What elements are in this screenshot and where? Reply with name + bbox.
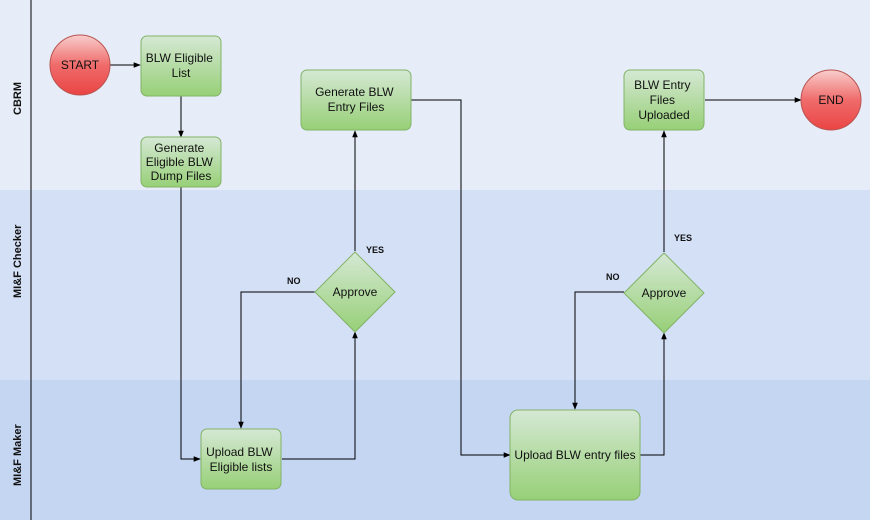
edge-label-no-1: NO <box>287 276 301 286</box>
generate-entry-line-1: Generate BLW <box>315 85 394 99</box>
generate-dump-line-1: Generate <box>154 141 204 155</box>
end-node-label: END <box>818 93 844 107</box>
generate-entry-files-node[interactable]: Generate BLW Entry Files <box>300 69 412 131</box>
upload-eligible-lists-node[interactable]: Upload BLW Eligible lists <box>200 428 282 490</box>
upload-eligible-line-2: Eligible lists <box>210 460 273 474</box>
lane-mif-maker <box>0 380 870 520</box>
edge-label-yes-2: YES <box>674 233 692 243</box>
svg-text:Upload BLW Eligible list: Upload BLW Eligible lists <box>206 445 276 474</box>
upload-entry-files-node[interactable]: Upload BLW entry files <box>509 409 641 501</box>
lane-label-mif-maker: MI&F Maker <box>12 424 24 486</box>
edge-approve-2-no-to-upload-entry <box>572 291 624 410</box>
edge-upload-entry-to-approve-2 <box>640 332 667 456</box>
svg-text:Generate BLW Entry Files: Generate BLW Entry Files <box>315 85 397 114</box>
approve-decision-1[interactable]: Approve <box>314 251 396 333</box>
approve-decision-2[interactable]: Approve <box>623 252 705 334</box>
blw-eligible-list-line-1: BLW Eligible <box>146 51 213 65</box>
generate-entry-line-2: Entry Files <box>328 100 385 114</box>
edge-upload-eligible-to-approve-1 <box>282 331 358 460</box>
blw-eligible-list-line-2: List <box>172 66 191 80</box>
upload-entry-label: Upload BLW entry files <box>514 448 635 462</box>
upload-eligible-line-1: Upload BLW <box>206 445 273 459</box>
approve-2-label: Approve <box>642 286 687 300</box>
entry-files-uploaded-node[interactable]: BLW Entry Files Uploaded <box>623 69 705 131</box>
lane-label-cbrm: CBRM <box>12 82 24 115</box>
svg-text:BLW Eligible List: BLW Eligible List <box>146 51 216 80</box>
edges <box>110 62 802 462</box>
edge-label-no-2: NO <box>606 272 620 282</box>
start-node[interactable]: START <box>49 34 111 96</box>
end-node[interactable]: END <box>800 69 862 131</box>
blw-eligible-list-node[interactable]: BLW Eligible List <box>140 35 222 97</box>
generate-dump-line-2: Eligible BLW <box>146 155 214 169</box>
edge-label-yes-1: YES <box>366 245 384 255</box>
svg-text:Generate Eligible BLW: Generate Eligible BLW Dump Files <box>146 141 216 183</box>
lane-cbrm <box>0 0 870 190</box>
entry-uploaded-line-2: Files <box>650 93 675 107</box>
edge-generate-entry-to-upload-entry <box>411 99 511 458</box>
lane-mif-checker <box>0 190 870 380</box>
edge-generate-dump-to-upload-eligible <box>180 187 201 462</box>
entry-uploaded-line-1: BLW Entry <box>634 78 690 92</box>
generate-dump-files-node[interactable]: Generate Eligible BLW Dump Files <box>140 136 222 188</box>
start-node-label: START <box>61 58 100 72</box>
entry-uploaded-line-3: Uploaded <box>638 108 689 122</box>
approve-1-label: Approve <box>333 285 378 299</box>
generate-dump-line-3: Dump Files <box>151 169 212 183</box>
svg-text:BLW Entry Files Up: BLW Entry Files Uploaded <box>634 78 694 122</box>
edge-approve-1-no-to-upload-eligible <box>238 291 315 429</box>
lane-label-mif-checker: MI&F Checker <box>12 224 24 298</box>
